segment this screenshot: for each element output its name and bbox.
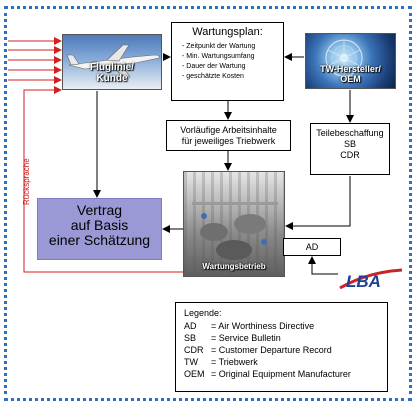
maintenance-plan-title: Wartungsplan: bbox=[192, 26, 263, 38]
airline-customer-image: Fluglinie/ Kunde bbox=[62, 34, 162, 90]
legend-key: OEM bbox=[184, 369, 205, 379]
legend-key: SB bbox=[184, 333, 197, 343]
airplane-icon bbox=[66, 44, 160, 78]
maintenance-plan-item: - Dauer der Wartung bbox=[182, 63, 246, 70]
airline-label: Fluglinie/ Kunde bbox=[90, 62, 134, 84]
legend-row: TW = Triebwerk bbox=[184, 356, 387, 368]
legend-title: Legende: bbox=[184, 308, 222, 318]
lba-logo: LBA bbox=[338, 262, 404, 294]
legend-row: AD = Air Worthiness Directive bbox=[184, 320, 387, 332]
legend-value: = Air Worthiness Directive bbox=[211, 321, 315, 331]
dotted-frame bbox=[4, 6, 412, 401]
legend-key: TW bbox=[184, 357, 198, 367]
legend-key: CDR bbox=[184, 345, 204, 355]
oem-label: TW-Hersteller/ OEM bbox=[320, 64, 381, 84]
maintenance-plan-item: - Min. Wartungsumfang bbox=[182, 53, 255, 60]
maintenance-plan-item: - geschätzte Kosten bbox=[182, 73, 244, 80]
legend-value: = Triebwerk bbox=[211, 357, 258, 367]
engine-manufacturer-image: TW-Hersteller/ OEM bbox=[305, 33, 396, 89]
ad-box: AD bbox=[283, 238, 341, 256]
legend-value: = Original Equipment Manufacturer bbox=[211, 369, 351, 379]
legend-row: OEM = Original Equipment Manufacturer bbox=[184, 368, 387, 380]
legend-value: = Customer Departure Record bbox=[211, 345, 332, 355]
maintenance-plan-box: Wartungsplan: - Zeitpunkt der Wartung - … bbox=[171, 22, 284, 101]
turbine-icon bbox=[325, 39, 363, 77]
preliminary-work-box: Vorläufige Arbeitsinhalte für jeweiliges… bbox=[166, 120, 291, 151]
legend-value: = Service Bulletin bbox=[211, 333, 281, 343]
legend-row: SB = Service Bulletin bbox=[184, 332, 387, 344]
lba-logo-text: LBA bbox=[346, 272, 381, 291]
workshop-icon bbox=[192, 202, 278, 260]
parts-procurement-box: Teilebeschaffung SB CDR bbox=[310, 123, 390, 175]
maintenance-plan-list: - Zeitpunkt der Wartung - Min. Wartungsu… bbox=[182, 42, 283, 82]
legend-key: AD bbox=[184, 321, 197, 331]
maintenance-plan-item: - Zeitpunkt der Wartung bbox=[182, 43, 256, 50]
legend-box: Legende: AD = Air Worthiness Directive SB… bbox=[175, 302, 388, 392]
feedback-label: Rücksprache bbox=[22, 158, 31, 206]
workshop-label: Wartungsbetrieb bbox=[202, 262, 266, 271]
contract-box: Vertrag auf Basis einer Schätzung bbox=[37, 198, 162, 260]
maintenance-shop-image: Wartungsbetrieb bbox=[183, 171, 285, 277]
legend-row: CDR = Customer Departure Record bbox=[184, 344, 387, 356]
